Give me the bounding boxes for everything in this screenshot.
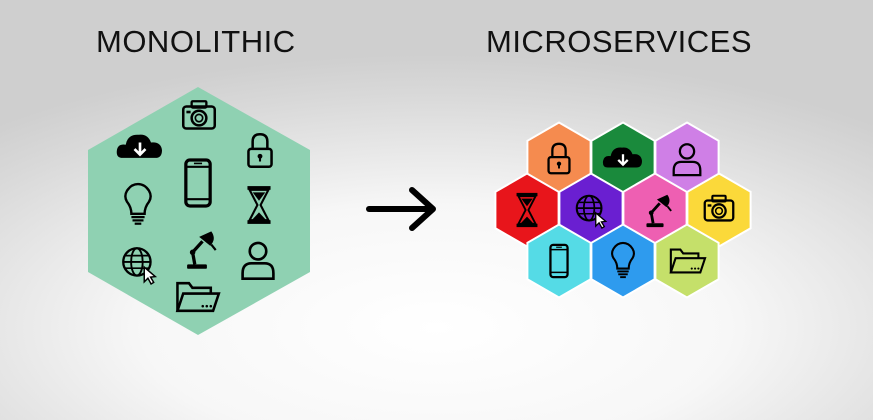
- microservice-tile: [654, 223, 720, 299]
- monolithic-title: MONOLITHIC: [96, 24, 296, 59]
- microservices-grid: [494, 121, 752, 299]
- arrow-right-icon: [366, 187, 436, 231]
- microservice-hexagon: [654, 223, 720, 299]
- microservices-title: MICROSERVICES: [486, 24, 753, 59]
